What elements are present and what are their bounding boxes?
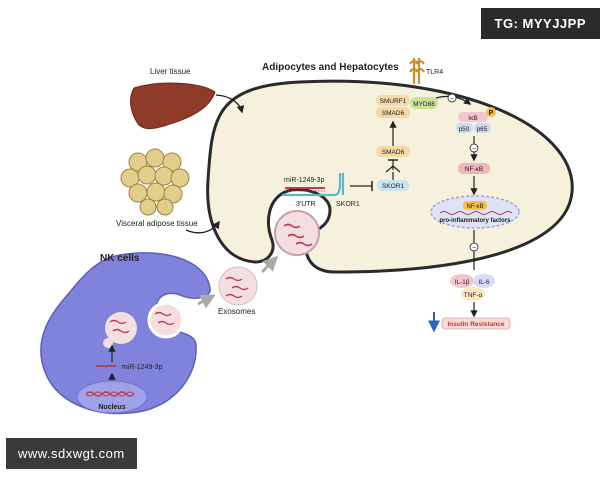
mirna-cell-label: miR-1249-3p [284,177,325,184]
skor1-label: SKOR1 [382,183,404,190]
smad6-box [376,146,410,157]
endocytosed-exosome [274,210,320,256]
smad6-top-box [376,107,410,118]
nfkb-dna-label: NF-κB [467,204,484,210]
smad6-top-label: SMAD6 [382,110,405,117]
skor1-box [377,180,409,191]
il1b-label: IL-1β [455,279,470,286]
nfkb-box [458,163,490,174]
tlr4-label: TLR4 [426,69,443,76]
liver-icon [130,82,216,130]
nfkb-dna-box [463,201,487,210]
tnfa-blob [461,287,485,301]
inhibit-circle-1 [447,93,457,103]
minus-3: − [472,245,476,252]
exosomes-label: Exosomes [218,307,255,316]
mirna-nk-label: miR-1249-3p [122,364,163,371]
nk-cells-label: NK cells [100,253,140,264]
ikb-label: IκB [468,115,477,122]
utr-label: 3'UTR [296,201,316,208]
phospho-circle [486,107,496,117]
insulin-resistance-label: Insulin Resistance [447,321,504,328]
bottom-watermark: www.sdxwgt.com [6,438,137,469]
il6-label: IL-6 [478,279,490,286]
p-label: P [489,110,494,117]
skor1-gene-label: SKOR1 [336,201,360,208]
inhibit-circle-2 [469,143,479,153]
il1b-blob [450,274,474,288]
smurf1-box [376,95,410,106]
minus-2: − [472,146,476,153]
smad6-label: SMAD6 [382,149,405,156]
myd88-label: MYD88 [413,101,435,108]
top-watermark: TG: MYYJJPP [480,8,600,39]
liver-label: Liver tissue [150,67,191,76]
myd88-box [410,97,438,109]
p65-label: p65 [477,126,488,133]
inhibit-circle-3 [469,242,479,252]
fat-cluster-icon [120,148,190,216]
tlr4-receptor-icon [409,58,425,84]
minus-1: − [450,96,454,103]
ikb-box [458,112,488,122]
cell-title: Adipocytes and Hepatocytes [262,62,399,73]
free-exosome [218,266,258,306]
insulin-resistance-box [441,317,511,330]
il6-blob [473,274,495,288]
p50-label: p50 [459,126,470,133]
visceral-label: Visceral adipose tissue [116,219,198,228]
exosome-mirna-marks [283,223,313,247]
tnfa-label: TNF-α [464,292,483,299]
nk-exosome [147,301,185,339]
p50-box [456,123,473,133]
nfkb-label: NF-κB [465,166,483,173]
nucleus-label: Nucleus [98,404,125,411]
p65-box [474,123,491,133]
nk-nucleus [76,380,148,414]
pro-inflammatory-label: pro-inflammatory factors [439,218,511,224]
smurf1-label: SMURF1 [380,98,407,105]
